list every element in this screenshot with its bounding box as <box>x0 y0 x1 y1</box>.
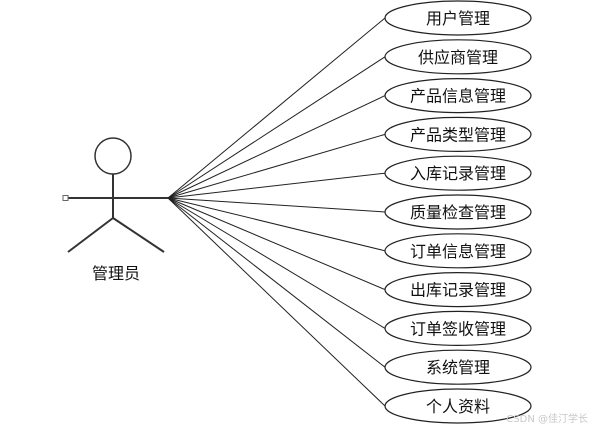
actor-left-leg <box>67 217 114 253</box>
use-case: 个人资料 <box>384 388 532 424</box>
association-line <box>167 197 386 407</box>
use-case-ellipse <box>384 155 532 191</box>
use-case-label: 入库记录管理 <box>410 164 506 183</box>
association-line <box>167 197 386 368</box>
use-case-label: 出库记录管理 <box>410 281 506 300</box>
use-case-ellipse <box>384 349 532 385</box>
actor-administrator: 管理员 <box>62 137 168 283</box>
use-case-ellipse <box>384 388 532 424</box>
use-case-ellipse <box>384 310 532 346</box>
use-case-label: 订单签收管理 <box>410 319 506 338</box>
use-case-label: 个人资料 <box>426 397 490 416</box>
actor-right-leg <box>112 217 165 253</box>
actor-label: 管理员 <box>92 264 140 283</box>
association-line <box>167 172 386 199</box>
use-case-ellipse <box>384 39 532 75</box>
actor-arm-end-marker <box>62 195 69 201</box>
use-case-label: 质量检查管理 <box>410 203 506 222</box>
use-case-ellipse <box>384 272 532 308</box>
association-line <box>167 17 386 199</box>
use-case: 出库记录管理 <box>384 272 532 308</box>
use-case: 产品信息管理 <box>384 77 532 114</box>
association-line <box>167 197 386 329</box>
use-case-label: 用户管理 <box>426 9 490 28</box>
use-case: 订单签收管理 <box>384 310 532 346</box>
use-case-ellipse <box>384 233 532 269</box>
association-lines <box>167 17 386 407</box>
association-line <box>167 197 386 291</box>
use-case: 用户管理 <box>384 0 532 36</box>
association-line <box>167 56 386 199</box>
csdn-watermark: CSDN @佳汀学长 <box>506 414 588 425</box>
use-case: 订单信息管理 <box>384 233 532 269</box>
use-case-label: 系统管理 <box>426 358 490 377</box>
use-case-label: 订单信息管理 <box>410 242 506 261</box>
actor-head <box>94 137 132 175</box>
use-case-ellipse <box>384 116 532 152</box>
use-case-ellipse <box>384 77 532 114</box>
use-case-list: 用户管理供应商管理产品信息管理产品类型管理入库记录管理质量检查管理订单信息管理出… <box>384 0 532 424</box>
use-case-label: 产品类型管理 <box>410 125 506 144</box>
association-line <box>167 197 386 213</box>
association-line <box>167 197 386 252</box>
use-case-ellipse <box>384 194 532 230</box>
use-case: 系统管理 <box>384 349 532 385</box>
use-case: 质量检查管理 <box>384 194 532 230</box>
use-case-label: 产品信息管理 <box>410 87 506 106</box>
use-case-label: 供应商管理 <box>418 48 498 67</box>
association-line <box>167 95 386 199</box>
association-line <box>167 133 386 199</box>
use-case-ellipse <box>384 0 532 36</box>
use-case: 供应商管理 <box>384 39 532 75</box>
use-case: 入库记录管理 <box>384 155 532 191</box>
use-case: 产品类型管理 <box>384 116 532 152</box>
